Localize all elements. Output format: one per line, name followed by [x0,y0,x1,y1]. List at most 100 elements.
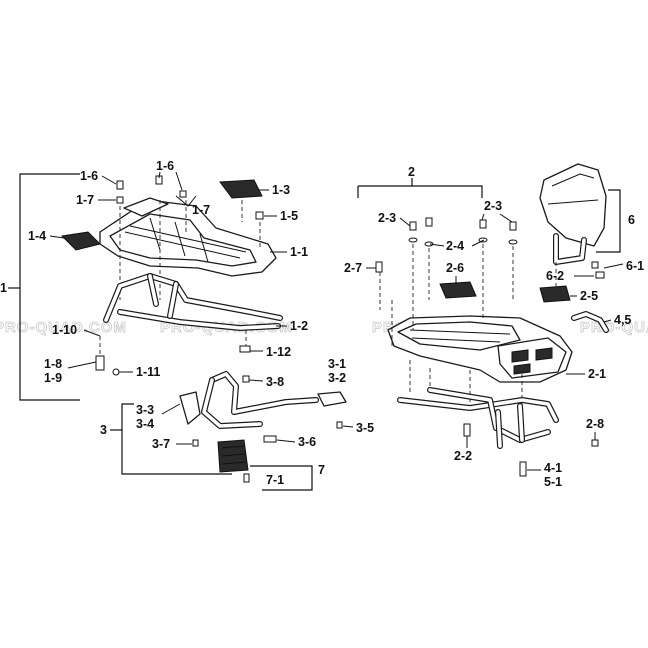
bolt-icon [242,375,250,383]
leader-line [161,403,181,415]
bolt-icon [243,473,250,483]
label-2-3: 2-3 [378,211,396,225]
label-1-8: 1-8 [44,357,62,371]
label-3-4: 3-4 [136,417,154,431]
leader-line [83,329,101,337]
backrest-seams [547,173,599,205]
label-2-8: 2-8 [586,417,604,431]
label-1-2: 1-2 [290,319,308,333]
rear-footrest-pad-left [439,281,477,299]
label-2-6: 2-6 [446,261,464,275]
label-1-12: 1-12 [266,345,291,359]
group-bracket-7 [250,465,313,491]
label-2-3: 2-3 [484,199,502,213]
rear-rack-assembly: 2 2-1 2-2 2-3 2-3 2-4 2-5 2-6 2-7 2-8 4-… [344,163,644,489]
label-2-2: 2-2 [454,449,472,463]
front-frame-crossbar-inner [118,310,280,330]
leader-line [399,217,411,227]
rear-footrest-pad-right [539,285,571,303]
rear-frame-tube-inner [398,398,558,422]
bolt-icon [595,271,605,279]
rack-top-plate [123,197,169,217]
label-3-7: 3-7 [152,437,170,451]
label-1-4: 1-4 [28,229,46,243]
bracket-icon [95,355,105,371]
label-1-6: 1-6 [156,159,174,173]
bolt-icon [336,421,343,429]
group-bracket-6 [596,189,621,253]
watermark-text: PRO-QUAD.COM [0,319,127,336]
label-5-1: 5-1 [544,475,562,489]
front-rack-assembly: 1 1-1 1-2 1-3 1-4 1-5 1-6 1-6 1-7 1-7 1-… [0,159,308,401]
washer-icon [408,237,418,243]
bumper-lower-tube-inner [202,378,262,428]
label-7-1: 7-1 [266,473,284,487]
bolt-icon [509,221,517,231]
label-2-1: 2-1 [588,367,606,381]
washer-icon [508,239,518,245]
label-1-3: 1-3 [272,183,290,197]
label-1-5: 1-5 [280,209,298,223]
bolt-icon [263,435,277,443]
rear-frame-uprights-inner [496,404,524,448]
label-3-3: 3-3 [136,403,154,417]
label-1-7: 1-7 [76,193,94,207]
rear-rack-deck [397,321,521,351]
label-6-1: 6-1 [626,259,644,273]
leader-line [49,235,65,239]
bumper-assembly: 3 3-1 3-2 3-3 3-4 3-5 3-6 3-7 3-8 7 7-1 [100,357,374,491]
bumper-guard-plate [179,391,201,425]
rear-rack-grid [409,329,511,343]
grab-handle-inner [572,312,608,332]
assembly-dashed-lines [119,200,261,300]
leader-line [603,263,624,269]
label-3-6: 3-6 [298,435,316,449]
bolt-icon [463,423,471,437]
label-group-7: 7 [318,463,325,477]
rear-frame-dashed-lines [409,360,523,440]
leader-line [342,425,354,428]
bolt-icon [479,219,487,229]
bumper-tube-inner [210,372,318,414]
label-4-1: 4-1 [544,461,562,475]
label-1-11: 1-11 [136,365,160,379]
label-group-1: 1 [0,281,7,295]
bolt-icon [425,217,433,227]
label-4-5: 4,5 [614,313,631,327]
label-3-2: 3-2 [328,371,346,385]
label-3-5: 3-5 [356,421,374,435]
nut-icon [591,261,599,269]
washer-icon [116,196,124,204]
label-1-7: 1-7 [192,203,210,217]
label-2-4: 2-4 [446,239,464,253]
group-bracket-2 [358,185,483,198]
rear-dashed-lines [379,244,557,346]
leader-line [248,379,264,382]
backrest-pad [539,163,607,247]
leader-line [101,175,117,185]
label-3-1: 3-1 [328,357,346,371]
label-group-6: 6 [628,213,635,227]
label-group-3: 3 [100,423,107,437]
label-1-1: 1-1 [290,245,308,259]
label-1-6: 1-6 [80,169,98,183]
label-group-2: 2 [408,165,415,179]
rear-storage-box [497,337,567,379]
bolt-icon [519,461,527,477]
label-3-8: 3-8 [266,375,284,389]
label-1-10: 1-10 [52,323,77,337]
label-2-7: 2-7 [344,261,362,275]
bracket-dashed-lines [99,330,247,356]
leader-line [67,361,97,369]
bolt-icon [192,439,199,447]
nut-icon [112,368,120,376]
label-1-9: 1-9 [44,371,62,385]
label-6-2: 6-2 [546,269,564,283]
backrest-bracket-inner [554,234,586,264]
group-bracket-3 [121,403,232,475]
leader-line [429,239,485,247]
footrest-pad-right [219,179,263,199]
watermark-text: PRO-QUAD.COM [580,319,648,336]
